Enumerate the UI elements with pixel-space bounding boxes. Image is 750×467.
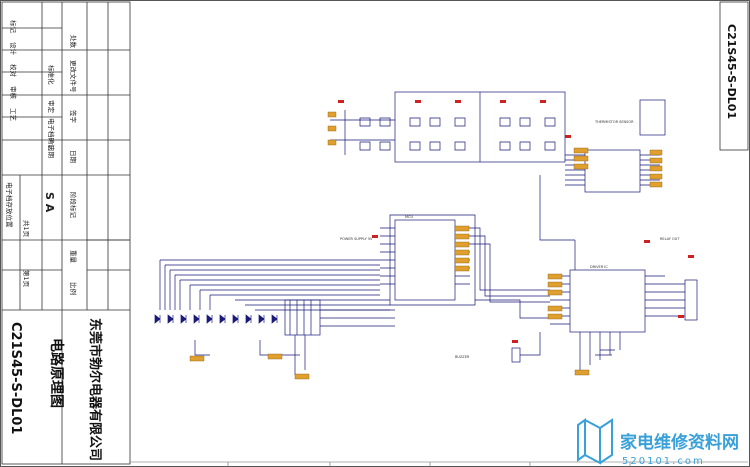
watermark-logo-icon — [577, 418, 613, 465]
tb-label-mark: 标记 — [9, 20, 18, 34]
led-array — [154, 314, 278, 324]
drawing-title: 电路原理图 — [48, 338, 65, 408]
driver-ic-label: DRIVER IC — [590, 265, 608, 269]
tb-label-approve: 审定 — [47, 100, 56, 114]
tb-label-edoc-confirm: 电子档确认 — [47, 118, 56, 151]
tb-label-sign: 签字 — [69, 110, 78, 124]
tb-label-doc-position: 电子档存放位置 — [5, 182, 14, 228]
tb-label-design: 设计 — [9, 42, 18, 56]
net-tags — [189, 111, 663, 380]
watermark: 家电维修资料网 520101.com — [577, 418, 739, 467]
tb-label-check: 校对 — [9, 64, 18, 78]
tb-label-count: 处数 — [69, 35, 78, 49]
power-label: POWER SUPPLY 5V — [340, 237, 373, 241]
drawing-number-vertical: C21S45-S-DL01 — [725, 24, 738, 119]
schematic-wiring — [159, 91, 698, 375]
drawing-number: C21S45-S-DL01 — [8, 322, 23, 434]
version-mark: S A — [43, 192, 56, 213]
watermark-cn: 家电维修资料网 — [620, 432, 739, 453]
tb-sheet-total: 共1页 — [22, 220, 31, 238]
tb-label-process: 工艺 — [9, 108, 17, 122]
drawing-number-box — [719, 1, 749, 151]
title-block — [1, 1, 131, 465]
relay-label: RELAY OUT — [660, 237, 680, 241]
tb-label-review: 审核 — [9, 86, 18, 100]
tb-label-scale: 比例 — [69, 282, 78, 295]
tb-label-date: 日期 — [47, 145, 55, 159]
tb-label-change-doc: 更改文件号 — [69, 60, 78, 93]
mcu-label: MCU — [405, 215, 413, 219]
tb-sheet-index: 第1页 — [22, 270, 31, 288]
power-markers — [338, 100, 694, 343]
company-name: 东莞市勃尔电器有限公司 — [87, 318, 103, 461]
tb-label-stage: 阶段标记 — [69, 192, 78, 219]
sensor-label: THERMISTOR SENSOR — [594, 120, 634, 124]
tb-label-date2: 日期 — [69, 150, 77, 164]
ruler-ticks — [130, 461, 748, 467]
tb-label-standard: 标准化 — [47, 65, 56, 85]
buzzer-label: BUZZER — [455, 355, 470, 359]
tb-label-weight: 重量 — [69, 250, 77, 264]
watermark-url: 520101.com — [622, 456, 705, 467]
